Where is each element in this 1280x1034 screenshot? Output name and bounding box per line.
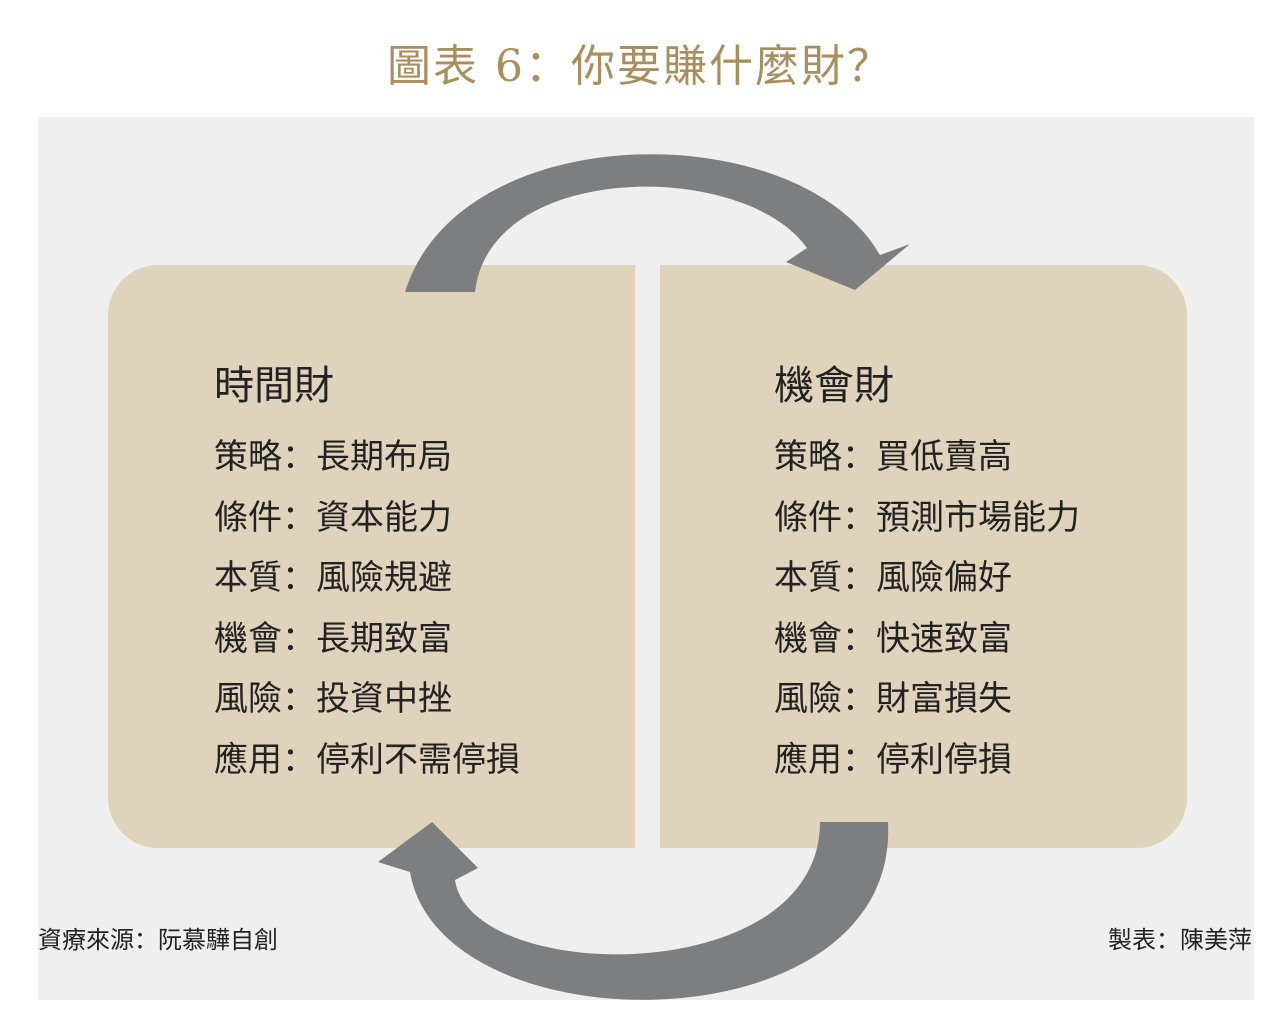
attribute-label: 策略 (214, 437, 282, 477)
attribute-row: 策略：買低賣高 (774, 433, 1080, 494)
attribute-label: 條件 (774, 497, 842, 538)
time-wealth-heading: 時間財 (214, 363, 334, 409)
attribute-separator: ： (842, 618, 876, 659)
attribute-row: 風險：投資中挫 (214, 675, 520, 736)
attribute-value: 資本能力 (316, 497, 452, 538)
attribute-row: 條件：預測市場能力 (774, 494, 1080, 555)
attribute-label: 風險 (214, 679, 282, 719)
attribute-separator: ： (842, 497, 876, 538)
attribute-label: 機會 (774, 618, 842, 659)
attribute-row: 應用：停利停損 (774, 736, 1080, 797)
opportunity-wealth-heading: 機會財 (774, 363, 894, 409)
attribute-row: 機會：快速致富 (774, 615, 1080, 676)
attribute-value: 長期布局 (316, 437, 452, 477)
opportunity-wealth-box: 機會財 策略：買低賣高條件：預測市場能力本質：風險偏好機會：快速致富風險：財富損… (660, 265, 1187, 848)
attribute-label: 策略 (774, 437, 842, 477)
attribute-separator: ： (282, 437, 316, 477)
attribute-value: 財富損失 (876, 679, 1012, 719)
attribute-separator: ： (282, 739, 316, 780)
attribute-value: 快速致富 (876, 618, 1012, 659)
attribute-label: 條件 (214, 497, 282, 538)
attribute-label: 應用 (214, 739, 282, 780)
attribute-label: 應用 (774, 739, 842, 780)
attribute-row: 機會：長期致富 (214, 615, 520, 676)
attribute-label: 風險 (774, 679, 842, 719)
opportunity-wealth-rows: 策略：買低賣高條件：預測市場能力本質：風險偏好機會：快速致富風險：財富損失應用：… (774, 433, 1080, 796)
time-wealth-box: 時間財 策略：長期布局條件：資本能力本質：風險規避機會：長期致富風險：投資中挫應… (108, 265, 635, 848)
attribute-value: 買低賣高 (876, 437, 1012, 477)
attribute-separator: ： (842, 558, 876, 598)
attribute-separator: ： (282, 618, 316, 659)
attribute-separator: ： (842, 437, 876, 477)
chart-title: 圖表 6：你要賺什麼財？ (387, 41, 893, 92)
attribute-separator: ： (282, 497, 316, 538)
attribute-label: 本質 (214, 558, 282, 598)
maker-note: 製表：陳美萍 (1108, 926, 1252, 954)
attribute-separator: ： (842, 679, 876, 719)
attribute-value: 預測市場能力 (876, 497, 1080, 538)
bottom-cycle-arrow-icon (378, 822, 889, 1000)
attribute-label: 本質 (774, 558, 842, 598)
attribute-row: 本質：風險規避 (214, 554, 520, 615)
source-note: 資療來源：阮慕驊自創 (38, 926, 278, 954)
attribute-row: 策略：長期布局 (214, 433, 520, 494)
top-cycle-arrow-icon (405, 154, 910, 292)
attribute-row: 條件：資本能力 (214, 494, 520, 555)
attribute-separator: ： (282, 558, 316, 598)
attribute-row: 風險：財富損失 (774, 675, 1080, 736)
attribute-value: 長期致富 (316, 618, 452, 659)
attribute-separator: ： (282, 679, 316, 719)
attribute-value: 投資中挫 (316, 679, 452, 719)
attribute-row: 本質：風險偏好 (774, 554, 1080, 615)
attribute-separator: ： (842, 739, 876, 780)
attribute-value: 停利不需停損 (316, 739, 520, 780)
attribute-value: 風險偏好 (876, 558, 1012, 598)
time-wealth-rows: 策略：長期布局條件：資本能力本質：風險規避機會：長期致富風險：投資中挫應用：停利… (214, 433, 520, 796)
attribute-row: 應用：停利不需停損 (214, 736, 520, 797)
attribute-value: 停利停損 (876, 739, 1012, 780)
attribute-value: 風險規避 (316, 558, 452, 598)
attribute-label: 機會 (214, 618, 282, 659)
